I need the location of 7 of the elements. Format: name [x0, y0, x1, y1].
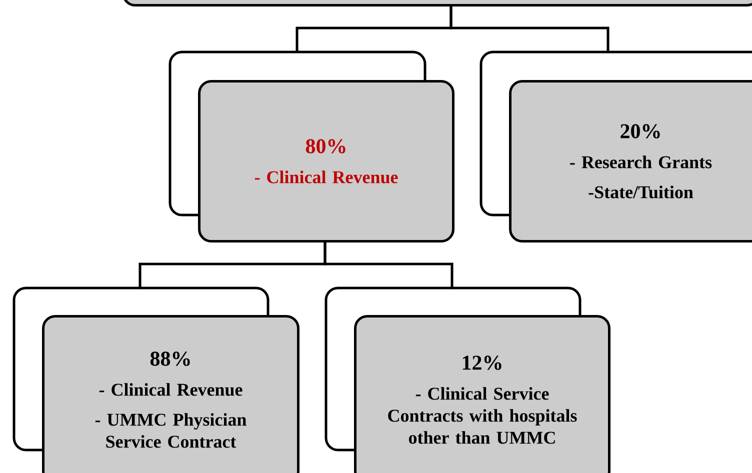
connector — [324, 240, 454, 288]
org-box: 20% - Research Grants -State/Tuition — [480, 50, 752, 242]
connector — [450, 4, 610, 52]
org-box: 88% - Clinical Revenue - UMMC Physician Service Contract — [12, 286, 300, 473]
header-box — [122, 0, 752, 6]
org-box: 12% - Clinical Service Contracts with hospitals other than UMMC — [324, 286, 610, 473]
org-box: 80% - Clinical Revenue — [168, 50, 454, 242]
